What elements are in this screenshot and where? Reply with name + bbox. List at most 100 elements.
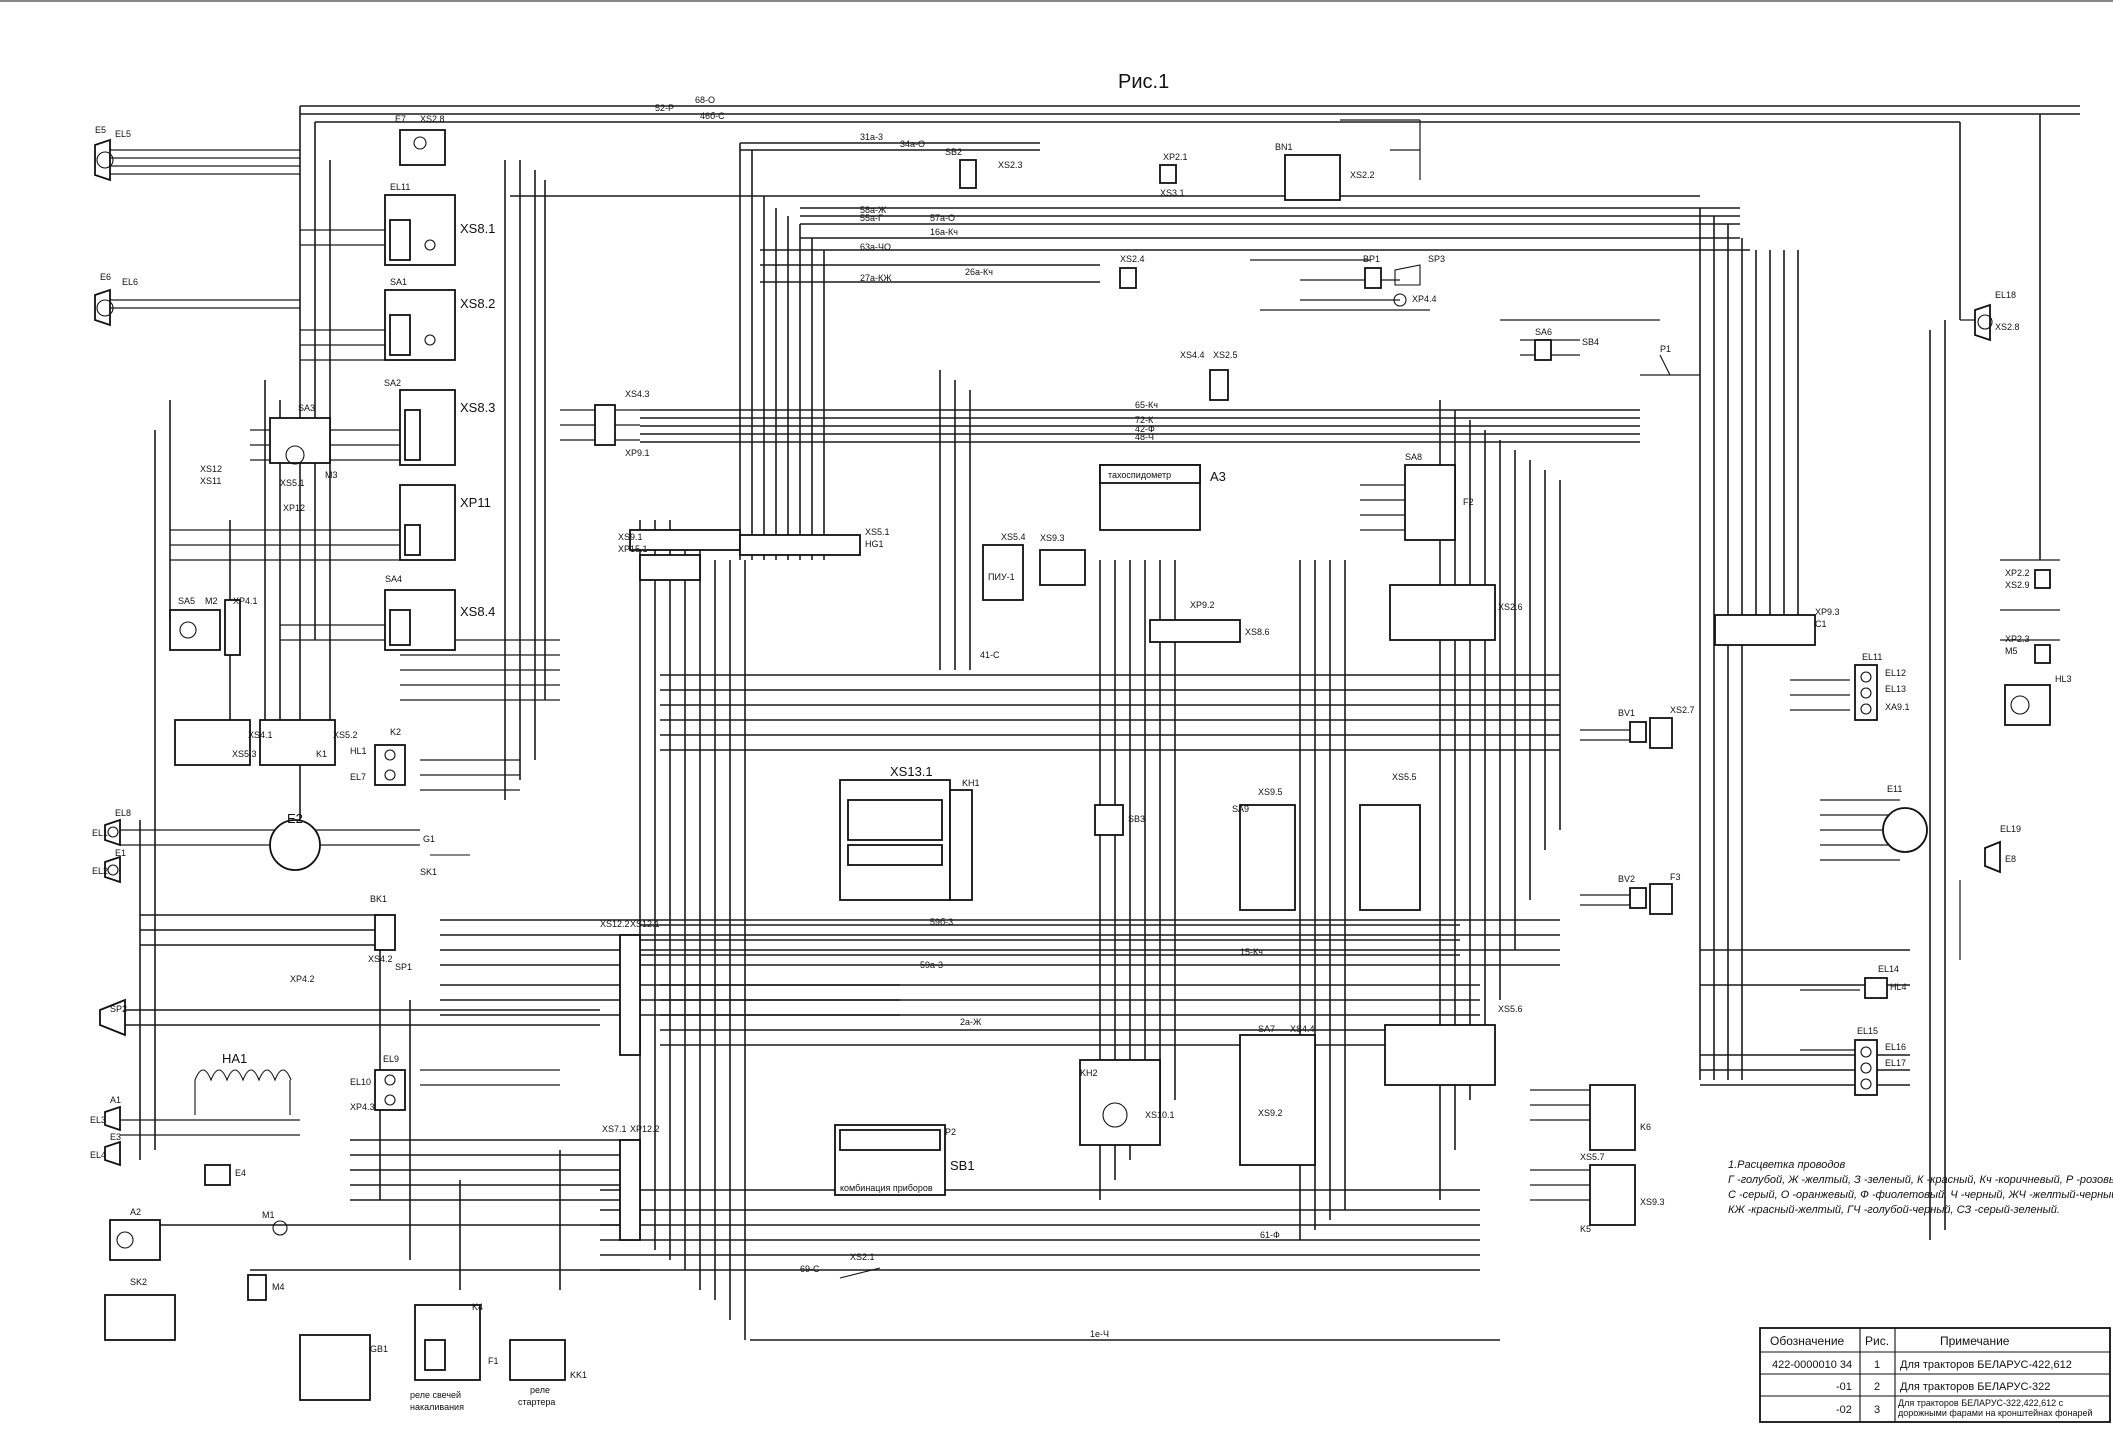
notes-line-2: С -серый, О -оранжевый, Ф -фиолетовый, Ч…	[1728, 1189, 2113, 1201]
xp11-label: XS11	[200, 476, 221, 486]
connector-xs42: BK1 XS4.2 XP4.2 SP1	[290, 894, 412, 984]
switch-sa6: SA6 SB4	[1534, 327, 1599, 361]
sa9-label: XS5.5	[1392, 772, 1417, 782]
f2-label: XS2.6	[1498, 602, 1523, 612]
k2-label: K1	[316, 749, 327, 759]
switch-sa5: XS8.4 SA4	[384, 574, 495, 651]
xs24-label: BP1	[1363, 254, 1380, 264]
e7-label: E7	[395, 114, 406, 124]
xp43-label: XS4.3	[625, 389, 650, 399]
xp121-label: XS12.1	[630, 919, 660, 929]
switch-sa1: XS8.1 EL11	[384, 182, 495, 266]
sa5-label: XS8.4	[460, 604, 495, 619]
m5-label: HL3	[2055, 674, 2072, 684]
wire-labels: 68-О 52-Р 46б-С 31а-3 34а-О 58а-Ж 55а-Г …	[655, 95, 1280, 1339]
wire-label: 68-О	[695, 95, 715, 105]
switch-sb4: P1	[1659, 344, 1671, 376]
module-a3: ПИУ-1 XS5.4 XS9.3	[982, 532, 1086, 601]
glow-relay-caption-1: реле свечей	[410, 1390, 461, 1400]
designation-table: Обозначение Рис. Примечание 422-0000010 …	[1759, 1327, 2111, 1423]
xp93-label: C1	[1815, 619, 1827, 629]
el13-label: XA9.1	[1885, 702, 1910, 712]
a1-label: HA1	[222, 1051, 247, 1066]
el5-label: EL5	[115, 129, 131, 139]
connector-xs121: XS12.2 XS12.1	[600, 919, 660, 1056]
starter-relay-caption-2: стартера	[518, 1397, 555, 1407]
wire-label: 72-К	[1135, 415, 1154, 425]
xs22-label: XS2.4	[1120, 254, 1145, 264]
wire-label: 31а-3	[860, 132, 883, 142]
xs23-label: XP2.1	[1163, 152, 1188, 162]
relays-k5-k6: K6 XS9.3 XS5.7 K5	[1580, 1084, 1665, 1234]
lamp-el11-top: E7 XS2.8	[395, 114, 446, 166]
kh1-label: SB3	[1128, 814, 1145, 824]
wire-label: 69-С	[800, 1264, 820, 1274]
lamps-el3-el4: A1 EL3 E3 EL4	[90, 1095, 121, 1167]
headlight-e6: E6 EL6	[94, 272, 138, 327]
connector-xp44: XS4.4 XS2.5	[1180, 350, 1238, 401]
lamp-e11: EL19 E8	[1984, 824, 2021, 874]
el9-label: EL10	[350, 1077, 371, 1087]
table-cell: 422-0000010 34	[1772, 1359, 1852, 1371]
k1-label: XS5.3	[232, 749, 257, 759]
figure-title: Рис.1	[1118, 71, 1169, 93]
connector-xs122: XS7.1 XP12.2	[602, 1124, 660, 1241]
p1-label: A3	[1210, 469, 1226, 484]
xs83-label: SA2	[384, 378, 401, 388]
e5-label: E5	[95, 125, 106, 135]
e6-label: E6	[100, 272, 111, 282]
fuse-block-f3: XS5.6	[1384, 1004, 1523, 1086]
xs41-label: XP4.1	[233, 596, 258, 606]
instrument-cluster-p2: P2 SB1 комбинация приборов	[834, 1124, 975, 1196]
vertical-harness	[139, 106, 2041, 1340]
relays-k1-k2: XS5.3 K1 XS4.1 XS5.2	[174, 719, 358, 766]
wire-label: 34а-О	[900, 139, 925, 149]
xs56-label: XS5.7	[1580, 1152, 1605, 1162]
xs51-label: M3	[325, 470, 338, 480]
xs81-label: EL11	[390, 182, 410, 192]
xs52-label: XS4.1	[248, 730, 273, 740]
connector-xs93: XP9.2 XS8.6	[1149, 600, 1270, 643]
xs93r-label: XP9.3	[1815, 607, 1840, 617]
table-header-designation: Обозначение	[1770, 1334, 1845, 1348]
switch-sa2: XS8.2 SA1	[384, 277, 495, 361]
sensor-kh2: KH2 XS10.1	[1079, 1059, 1175, 1146]
generator-g1: E2	[269, 811, 321, 871]
sb2-label: XS2.3	[998, 160, 1023, 170]
table-cell: Для тракторов БЕЛАРУС-322	[1900, 1381, 2050, 1393]
el18-label: XS2.8	[1995, 322, 2020, 332]
xs31-label: BN1	[1275, 142, 1293, 152]
wire-label: 55а-Г	[860, 213, 883, 223]
switch-sb1: XS2.1	[839, 1252, 881, 1279]
relay-f1: GB1	[299, 1334, 388, 1401]
xs82-label: SA1	[390, 277, 407, 287]
wire-label: 52-Р	[655, 103, 674, 113]
table-cell: 2	[1874, 1381, 1880, 1393]
p2-name: комбинация приборов	[840, 1183, 933, 1193]
el8-label: EL7	[350, 772, 366, 782]
xs91-label: XP15.1	[618, 544, 648, 554]
wire-label: 46б-С	[700, 111, 725, 121]
el4-label: E3	[110, 1132, 121, 1142]
motor-m5: XP2.3 M5 HL3	[2004, 634, 2072, 726]
connector-xs28: XP2.2 XS2.9	[2005, 568, 2051, 590]
xp42-label: XS4.2	[368, 954, 393, 964]
wire-label: 41-С	[980, 650, 1000, 660]
lamp-c1: EL18 XS2.8	[1974, 290, 2020, 342]
relay-kk1: F1 K4 реле свечей накаливания	[410, 1302, 499, 1412]
xp122-label: XS7.1	[602, 1124, 627, 1134]
connector-xs23: XP2.1 XS3.1	[1159, 152, 1188, 198]
xs27-label: BV2	[1618, 874, 1635, 884]
heater-a1: HA1	[194, 1051, 292, 1115]
horn-ha1: SP2	[99, 998, 127, 1037]
table-cell: Для тракторов БЕЛАРУС-322,422,612 с доро…	[1898, 1398, 2093, 1418]
xa91-label: E11	[1887, 784, 1902, 794]
table-header-note: Примечание	[1940, 1334, 2010, 1348]
xs57-label: K5	[1580, 1224, 1591, 1234]
xs28-label: XP2.2	[2005, 568, 2030, 578]
wire-color-notes: 1.Расцветка проводов Г -голубой, Ж -желт…	[1728, 1159, 2113, 1216]
xs44b-label: XS9.2	[1258, 1108, 1283, 1118]
sb4-label: P1	[1660, 344, 1671, 354]
el3-label: A1	[110, 1095, 121, 1105]
